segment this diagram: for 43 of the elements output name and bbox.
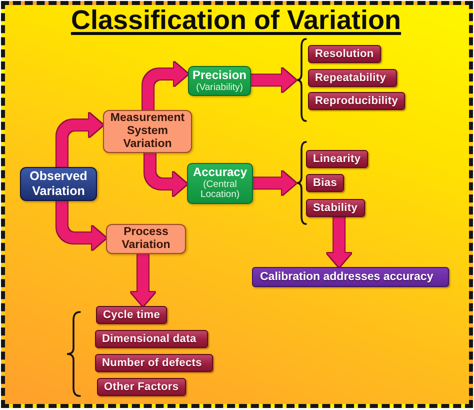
curved-arrow [144, 153, 187, 196]
node-label: Other Factors [104, 381, 179, 393]
factor-tag [95, 354, 213, 372]
node-label: Reproducibility [315, 95, 398, 107]
factor-tag [95, 330, 208, 348]
subcategory-box [187, 163, 253, 204]
arrow [251, 68, 296, 92]
arrow [131, 254, 155, 306]
node-label: Process Variation [120, 226, 172, 252]
node-label: Resolution [315, 48, 374, 60]
curly-brace [296, 141, 307, 225]
curved-arrow [142, 62, 188, 110]
category-box [103, 110, 192, 153]
node-label: Linearity [313, 153, 361, 165]
node-label: Calibration addresses accuracy [260, 271, 434, 283]
node-label: Cycle time [103, 309, 160, 321]
node-label: Bias [313, 177, 338, 189]
factor-tag [306, 174, 344, 192]
node-subtitle: (Variability) [196, 82, 243, 94]
node-label: Observed Variation [28, 169, 88, 199]
factor-tag [96, 306, 168, 324]
factor-tag [306, 150, 368, 168]
factor-tag [97, 378, 186, 396]
node-label: Stability [313, 202, 358, 214]
node-subtitle: (Central Location) [199, 180, 241, 201]
category-box [106, 224, 186, 254]
node-label: Dimensional data [102, 333, 196, 345]
node-label: Number of defects [102, 357, 202, 369]
node-title: Precision [192, 68, 247, 83]
title: Classification of Variation [70, 4, 402, 36]
node-title: Accuracy [192, 166, 248, 180]
node-label: Measurement System Variation [109, 112, 186, 151]
note-bar [252, 267, 449, 287]
start-box [20, 167, 97, 201]
arrow [253, 171, 296, 196]
factor-tag [308, 92, 406, 110]
arrow [327, 217, 352, 267]
subcategory-box [188, 66, 251, 96]
factor-tag [308, 69, 397, 87]
node-label: Repeatability [315, 72, 386, 84]
factor-tag [306, 199, 365, 217]
curly-brace [296, 38, 307, 122]
factor-tag [308, 45, 381, 63]
